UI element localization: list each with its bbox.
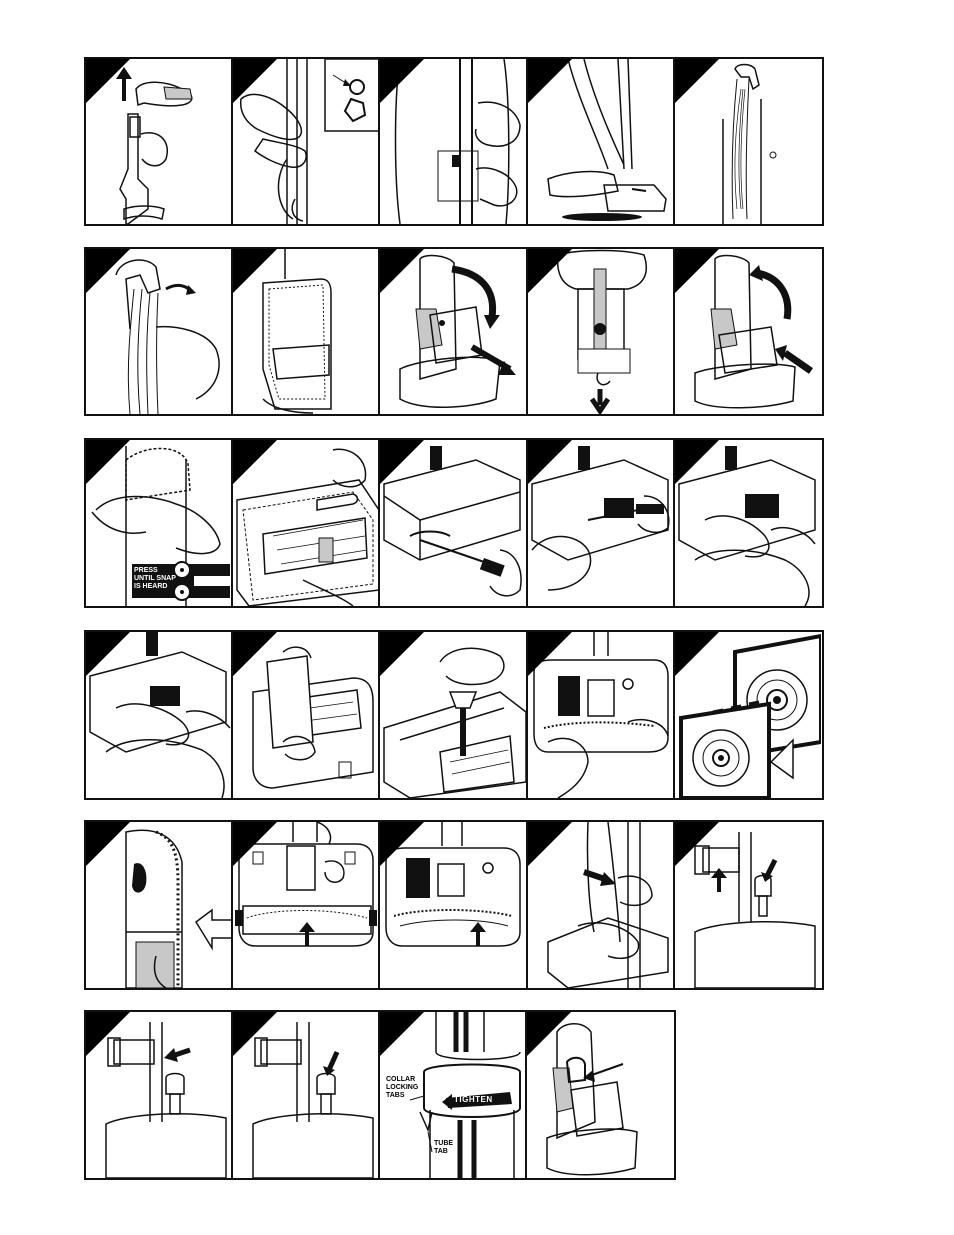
illustration-belt-on-pulley-cover	[235, 822, 378, 947]
step-corner-marker	[86, 440, 130, 484]
illustration-remove-belt-cover	[252, 646, 374, 789]
step-corner-marker	[527, 249, 572, 293]
step-corner-marker	[527, 1012, 571, 1056]
step-panel-6-2	[233, 1012, 380, 1178]
press-label-line1: PRESS	[134, 567, 158, 574]
collar-label-line3: TABS	[386, 1092, 405, 1099]
step-corner-marker	[233, 440, 278, 484]
step-panel-6-3: COLLAR LOCKING TABS TUBE TAB TIGHTEN	[380, 1012, 527, 1178]
illustration-insert-bag	[546, 822, 669, 988]
step-corner-marker	[86, 1012, 130, 1056]
illustration-press-handle	[91, 446, 232, 606]
step-corner-marker	[233, 249, 278, 293]
step-panel-6-4	[527, 1012, 674, 1178]
step-panel-2-5	[674, 249, 822, 414]
step-corner-marker	[527, 59, 572, 103]
step-corner-marker	[233, 632, 278, 676]
step-corner-marker	[86, 249, 130, 293]
step-panel-2-2	[233, 249, 381, 414]
illustration-bag-compartment	[262, 249, 332, 414]
illustration-screwdriver-front	[383, 446, 523, 597]
press-label-line2: UNTIL SNAP	[134, 575, 176, 582]
step-panel-4-1	[86, 632, 234, 798]
step-corner-marker	[380, 822, 425, 866]
step-corner-marker	[527, 822, 572, 866]
step-corner-marker	[380, 249, 425, 293]
step-panel-1-5	[674, 59, 822, 224]
illustration-hands-lift-bumper	[89, 632, 231, 798]
step-panel-1-3	[380, 59, 528, 224]
step-corner-marker	[233, 1012, 277, 1056]
illustration-screwdriver-side	[530, 446, 670, 591]
step-corner-marker	[86, 632, 130, 676]
step-panel-4-5	[674, 632, 822, 798]
step-corner-marker	[527, 632, 572, 676]
step-panel-1-2	[233, 59, 381, 224]
step-panel-4-2	[233, 632, 381, 798]
step-panel-3-1: PRESS UNTIL SNAP IS HEARD	[86, 440, 234, 606]
tube-tab-label-line2: TAB	[434, 1148, 448, 1155]
illustration-cord-release	[115, 259, 220, 414]
step-panel-2-4	[527, 249, 675, 414]
collar-label-line1: COLLAR	[386, 1076, 416, 1083]
press-label-line3: IS HEARD	[134, 583, 168, 590]
step-row-2	[84, 247, 824, 416]
step-corner-marker	[233, 822, 278, 866]
illustration-wheel-assembly	[678, 633, 821, 798]
step-corner-marker	[674, 249, 719, 293]
step-panel-5-2	[233, 822, 381, 988]
collar-label-line2: LOCKING	[386, 1084, 419, 1091]
illustration-underside-belt	[236, 448, 379, 606]
step-row-3: PRESS UNTIL SNAP IS HEARD	[84, 438, 824, 608]
step-panel-3-4	[527, 440, 675, 606]
step-corner-marker	[86, 59, 130, 103]
illustration-cord-wrapped	[722, 63, 777, 224]
illustration-foot-on-pedal	[546, 59, 667, 221]
step-panel-3-3	[380, 440, 528, 606]
step-corner-marker	[380, 1012, 424, 1056]
step-corner-marker	[380, 440, 425, 484]
tube-tab-label-line1: TUBE	[434, 1140, 454, 1147]
tighten-label: TIGHTEN	[454, 1095, 493, 1104]
step-panel-4-4	[527, 632, 675, 798]
illustration-screwdriver-underside	[383, 647, 526, 798]
illustration-bag-housing-side	[125, 829, 232, 988]
illustration-close-cover	[694, 254, 813, 409]
step-row-1	[84, 57, 824, 226]
step-panel-3-5	[674, 440, 822, 606]
step-corner-marker	[674, 632, 719, 676]
step-panel-4-3	[380, 632, 528, 798]
step-corner-marker	[674, 440, 719, 484]
step-corner-marker	[674, 822, 719, 866]
step-corner-marker	[674, 59, 719, 103]
illustration-hook-release	[240, 59, 379, 224]
step-panel-5-3	[380, 822, 528, 988]
step-row-6: COLLAR LOCKING TABS TUBE TAB TIGHTEN	[84, 1010, 676, 1180]
illustration-tighten-collar	[409, 1012, 521, 1178]
step-panel-5-5	[674, 822, 822, 988]
step-corner-marker	[233, 59, 278, 103]
step-panel-1-4	[527, 59, 675, 224]
illustration-brushroll-removal	[532, 632, 669, 798]
illustration-hands-remove-bumper	[678, 446, 816, 606]
step-corner-marker	[527, 440, 572, 484]
step-panel-5-1	[86, 822, 234, 988]
step-panel-2-3	[380, 249, 528, 414]
step-panel-5-4	[527, 822, 675, 988]
step-corner-marker	[380, 632, 425, 676]
step-row-5	[84, 820, 824, 990]
step-panel-1-1	[86, 59, 234, 224]
step-panel-6-1	[86, 1012, 233, 1178]
step-corner-marker	[86, 822, 130, 866]
step-panel-3-2	[233, 440, 381, 606]
step-panel-2-1	[86, 249, 234, 414]
step-row-4	[84, 630, 824, 800]
step-corner-marker	[380, 59, 425, 103]
illustration-remove-cover	[556, 249, 647, 414]
